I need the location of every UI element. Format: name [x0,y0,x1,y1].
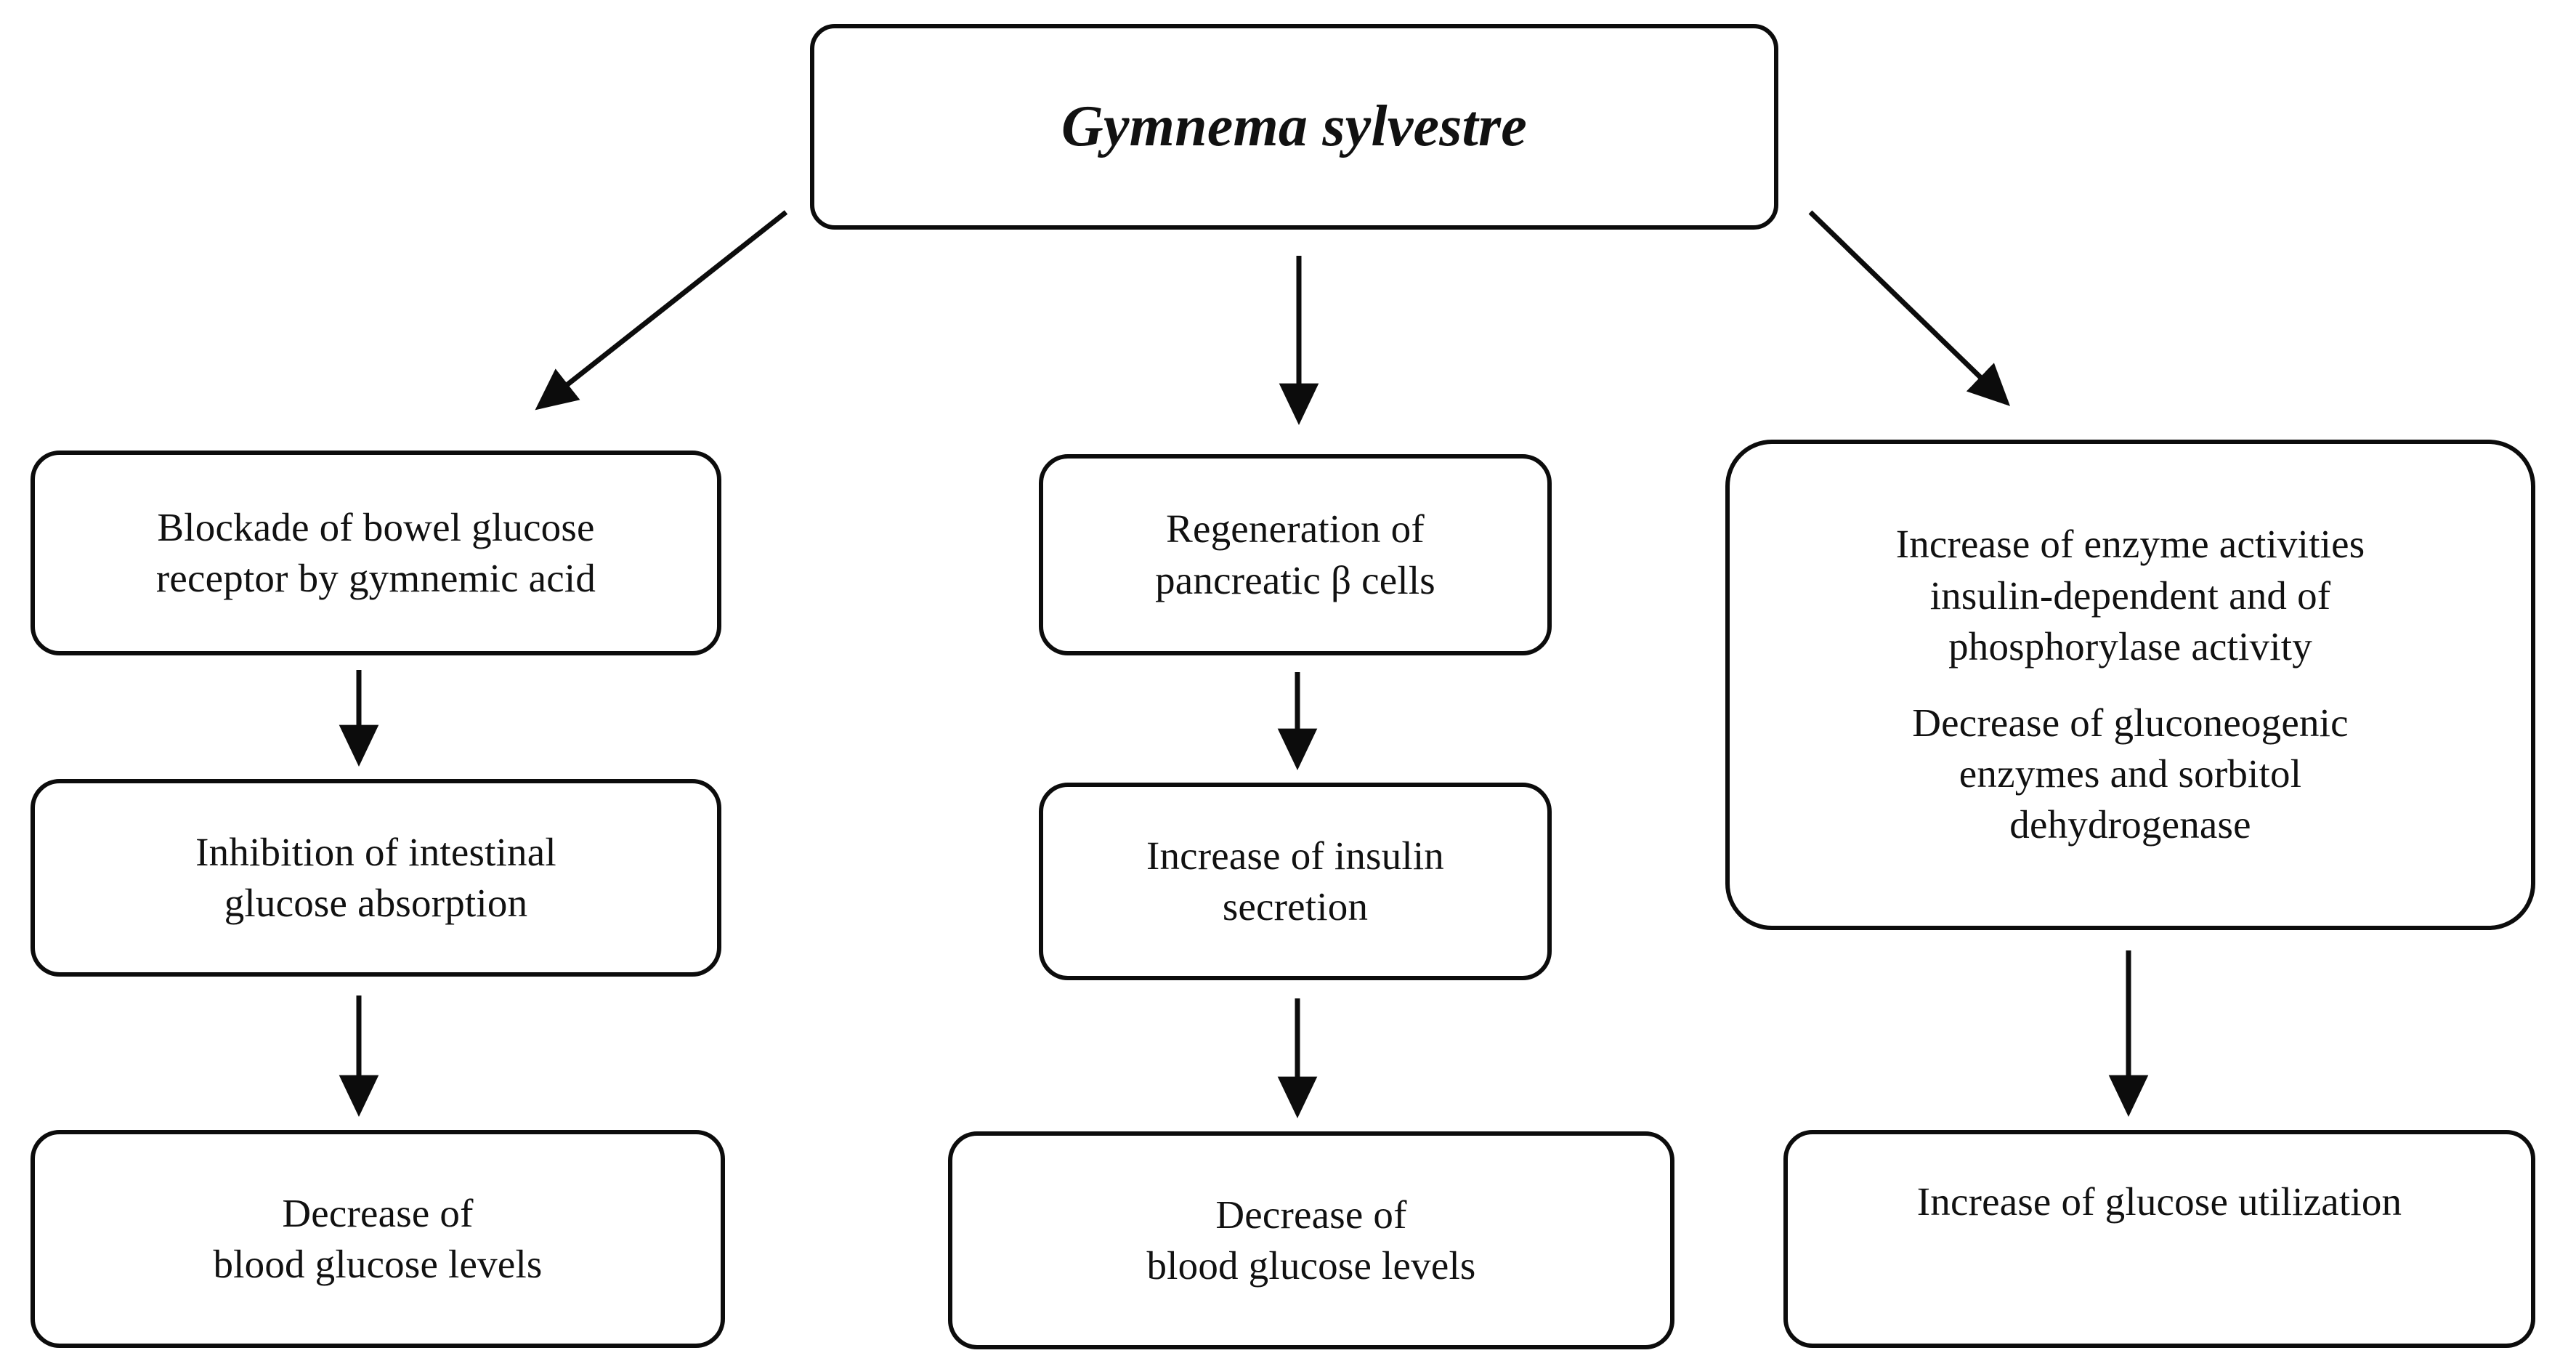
node-line: pancreatic β cells [1155,557,1435,602]
node-line: Decrease of gluconeogenic [1912,700,2349,745]
node-paragraph: Decrease of gluconeogenic enzymes and so… [1912,698,2349,851]
node-line: enzymes and sorbitol [1959,751,2302,796]
node-increase-of-insulin-secretion: Increase of insulin secretion [1039,783,1552,980]
node-enzyme-activity-changes: Increase of enzyme activities insulin-de… [1725,440,2535,930]
node-increase-of-glucose-utilization: Increase of glucose utilization [1783,1130,2535,1348]
node-line: Increase of glucose utilization [1916,1179,2402,1224]
node-title-label: Gymnema sylvestre [1061,94,1528,159]
node-line: phosphorylase activity [1948,624,2312,669]
node-line: Decrease of [1215,1192,1407,1237]
node-line: insulin-dependent and of [1929,573,2331,618]
node-decrease-of-blood-glucose-levels-left: Decrease of blood glucose levels [31,1130,725,1348]
node-line: receptor by gymnemic acid [155,556,596,600]
node-regeneration-of-pancreatic-beta-cells: Regeneration of pancreatic β cells [1039,454,1552,655]
node-paragraph: Increase of enzyme activities insulin-de… [1896,519,2365,672]
node-line: Blockade of bowel glucose [157,504,595,549]
node-gymnema-sylvestre: Gymnema sylvestre [810,24,1778,230]
node-line: Inhibition of intestinal [195,829,556,874]
node-decrease-of-blood-glucose-levels-middle: Decrease of blood glucose levels [948,1131,1674,1349]
node-line: blood glucose levels [213,1242,543,1286]
node-line: blood glucose levels [1146,1243,1476,1288]
node-inhibition-of-intestinal-glucose-absorption: Inhibition of intestinal glucose absorpt… [31,779,721,977]
node-blockade-of-bowel-glucose-receptor: Blockade of bowel glucose receptor by gy… [31,451,721,655]
node-line: Decrease of [282,1190,474,1235]
node-line: dehydrogenase [2009,802,2251,847]
node-line: Increase of insulin [1146,833,1445,878]
node-line: Increase of enzyme activities [1895,522,2365,567]
connector-root-to-blockade [535,210,788,411]
node-line: Regeneration of [1166,506,1425,552]
node-line: glucose absorption [224,881,528,925]
node-line: secretion [1222,884,1369,929]
connector-root-to-enzymes [1808,210,2011,406]
